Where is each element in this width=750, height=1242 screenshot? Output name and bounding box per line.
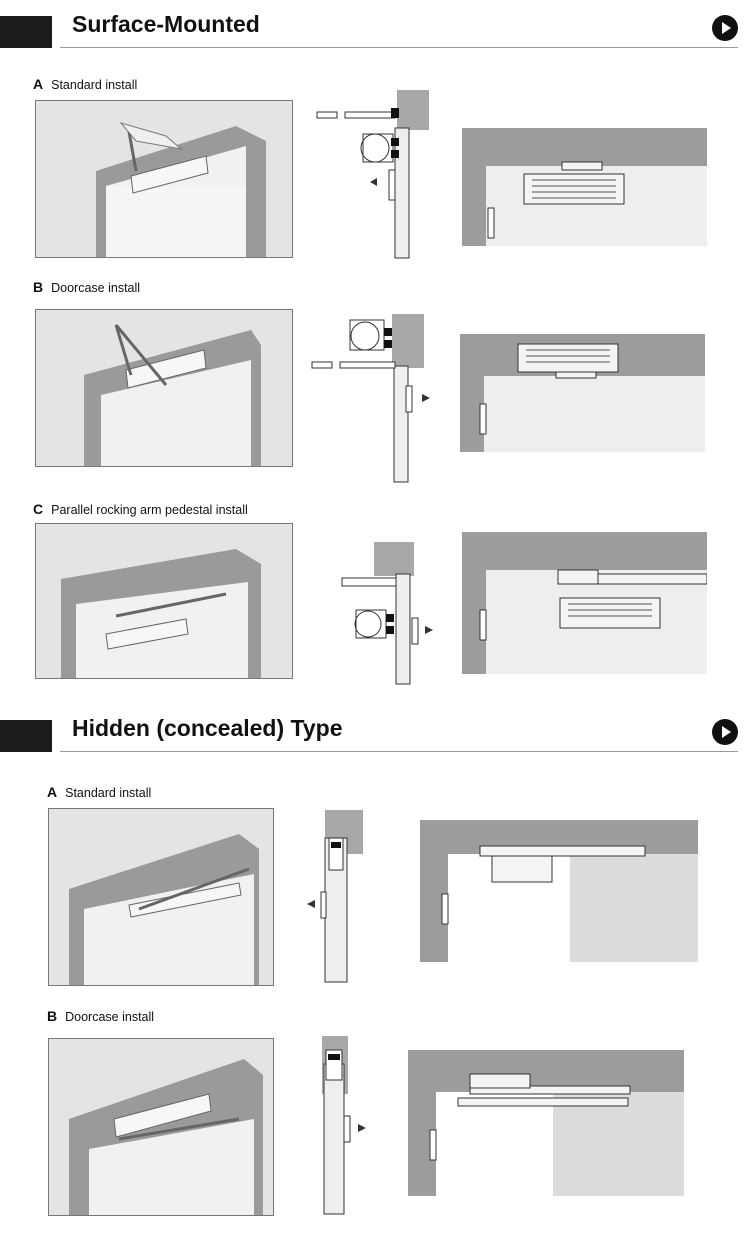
install-photo: [48, 1038, 274, 1216]
install-letter: A: [33, 76, 44, 92]
front-view-diagram: [460, 334, 705, 452]
play-arrow-icon[interactable]: [712, 719, 738, 745]
install-label: C Parallel rocking arm pedestal install: [33, 501, 248, 517]
front-view-diagram: [408, 1050, 684, 1196]
install-photo: [35, 309, 293, 467]
install-text: Standard install: [65, 786, 152, 800]
header-tab: [0, 720, 52, 752]
install-letter: B: [33, 279, 44, 295]
install-letter: B: [47, 1008, 58, 1024]
install-photo: [48, 808, 274, 986]
side-section-diagram: [322, 1036, 366, 1215]
install-label: A Standard install: [33, 76, 137, 92]
install-label: B Doorcase install: [47, 1008, 154, 1024]
header-rule: [60, 751, 738, 752]
section-title: Hidden (concealed) Type: [72, 715, 343, 741]
side-section-diagram: [341, 542, 433, 685]
side-section-diagram: [307, 810, 363, 983]
install-text: Doorcase install: [51, 281, 141, 295]
install-text: Standard install: [51, 78, 138, 92]
install-letter: A: [47, 784, 58, 800]
install-letter: C: [33, 501, 44, 517]
install-photo: [35, 523, 293, 679]
install-label: A Standard install: [47, 784, 151, 800]
side-section-diagram: [316, 90, 429, 259]
section-header-hidden-type: Hidden (concealed) Type: [0, 712, 750, 756]
section-title: Surface-Mounted: [72, 11, 260, 37]
front-view-diagram: [462, 128, 707, 246]
header-rule: [60, 47, 738, 48]
side-section-diagram: [311, 314, 430, 483]
front-view-diagram: [462, 532, 707, 674]
install-text: Parallel rocking arm pedestal install: [51, 503, 248, 517]
install-text: Doorcase install: [65, 1010, 155, 1024]
install-photo: [35, 100, 293, 258]
install-label: B Doorcase install: [33, 279, 140, 295]
play-arrow-icon[interactable]: [712, 15, 738, 41]
front-view-diagram: [420, 820, 698, 962]
section-header-surface-mounted: Surface-Mounted: [0, 8, 750, 52]
header-tab: [0, 16, 52, 48]
